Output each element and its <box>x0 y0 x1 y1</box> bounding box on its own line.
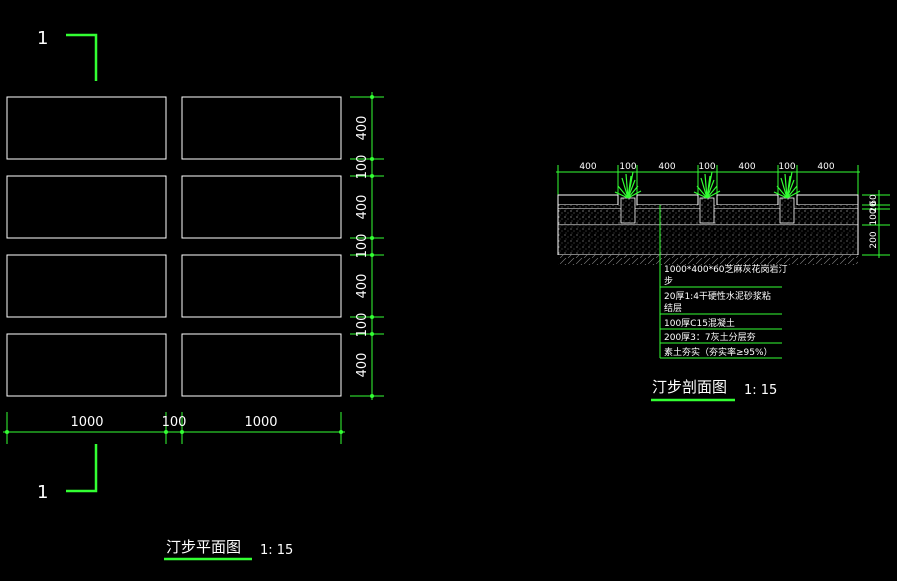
stepping-stone <box>6 96 167 160</box>
section-mark-top: 1 <box>37 28 48 49</box>
section-title: 汀步剖面图 <box>652 378 727 396</box>
dim-v-6: 100 <box>355 313 370 338</box>
section-scale: 1: 15 <box>744 383 777 398</box>
stepping-stone <box>181 333 342 397</box>
section-mark-bottom: 1 <box>37 482 48 503</box>
sec-dim-top-4: 100 <box>698 162 715 172</box>
sec-dim-top-2: 100 <box>619 162 636 172</box>
sec-dim-right-2: 20 <box>869 201 879 213</box>
stepping-stone <box>181 96 342 160</box>
section-notes: 1000*400*60芝麻灰花岗岩汀 步 20厚1:4干硬性水泥砂浆粘 结层 1… <box>659 205 788 359</box>
sec-dim-right-4: 200 <box>869 231 879 248</box>
sec-dim-right-3: 100 <box>869 208 879 225</box>
note-3: 100厚C15混凝土 <box>664 317 735 329</box>
section-right-dimensions: 60 20 100 200 <box>862 190 890 258</box>
stepping-stone <box>6 333 167 397</box>
stepping-stone <box>181 254 342 318</box>
note-4: 200厚3：7灰土分层夯 <box>664 331 756 343</box>
note-5: 素土夯实（夯实率≥95%） <box>664 346 773 358</box>
sec-dim-top-7: 400 <box>817 162 834 172</box>
section-view: 400 100 400 100 400 100 400 <box>556 162 890 402</box>
dim-h-2: 100 <box>162 415 187 430</box>
dim-v-1: 400 <box>355 116 370 141</box>
compacted-soil <box>558 255 858 265</box>
sec-dim-right-1: 60 <box>869 194 879 206</box>
section-cut-line-top <box>66 33 98 81</box>
dim-v-2: 100 <box>355 155 370 180</box>
lime-soil-layer <box>558 225 858 255</box>
plan-vertical-dimensions: 400 100 400 100 400 100 400 <box>350 92 384 400</box>
stepping-stones <box>6 96 342 397</box>
plan-scale: 1: 15 <box>260 543 293 558</box>
stepping-stone <box>6 175 167 239</box>
dim-v-7: 400 <box>355 353 370 378</box>
note-2b: 结层 <box>664 302 682 314</box>
sec-dim-top-3: 400 <box>658 162 675 172</box>
plan-title: 汀步平面图 <box>166 538 241 556</box>
stepping-stone <box>181 175 342 239</box>
plan-horizontal-dimensions: 1000 100 1000 <box>3 412 345 444</box>
dim-v-5: 400 <box>355 274 370 299</box>
note-1a: 1000*400*60芝麻灰花岗岩汀 <box>664 263 788 275</box>
dim-h-1: 1000 <box>70 415 103 430</box>
sec-dim-top-1: 400 <box>579 162 596 172</box>
grass-plantings <box>614 171 801 224</box>
stepping-stone <box>6 254 167 318</box>
section-cut-line-bottom <box>66 444 98 493</box>
sec-dim-top-5: 400 <box>738 162 755 172</box>
dim-h-3: 1000 <box>244 415 277 430</box>
dim-v-3: 400 <box>355 195 370 220</box>
sec-dim-top-6: 100 <box>778 162 795 172</box>
dim-v-4: 100 <box>355 234 370 259</box>
section-top-dimensions: 400 100 400 100 400 100 400 <box>556 162 860 195</box>
note-1b: 步 <box>664 276 673 287</box>
plan-view: 1 1 <box>3 28 384 561</box>
note-2a: 20厚1:4干硬性水泥砂浆粘 <box>664 290 771 302</box>
